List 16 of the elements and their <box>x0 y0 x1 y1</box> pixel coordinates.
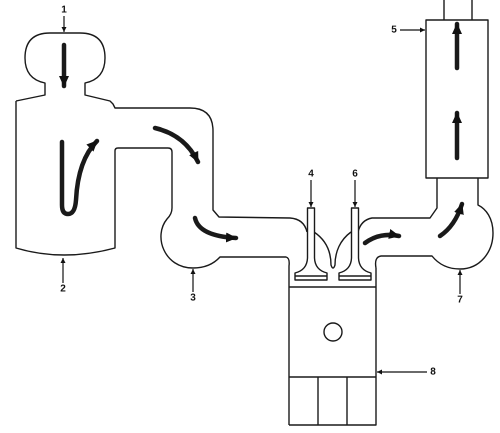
callout-number: 1 <box>61 4 67 16</box>
callout-number: 8 <box>430 366 436 378</box>
leader-line <box>377 370 427 374</box>
leader-line <box>352 180 358 207</box>
leader-line <box>60 258 66 283</box>
leader-line <box>400 28 425 32</box>
callout-number: 2 <box>60 284 66 294</box>
callout-number: 7 <box>457 294 463 306</box>
callout-number: 3 <box>190 292 196 304</box>
callout-number: 4 <box>308 168 314 180</box>
leader-line <box>458 270 462 294</box>
leader-line <box>308 180 314 207</box>
callout-number: 6 <box>352 168 358 180</box>
callout-number: 5 <box>391 24 397 36</box>
leader-line <box>62 16 66 32</box>
leader-line <box>190 269 196 292</box>
